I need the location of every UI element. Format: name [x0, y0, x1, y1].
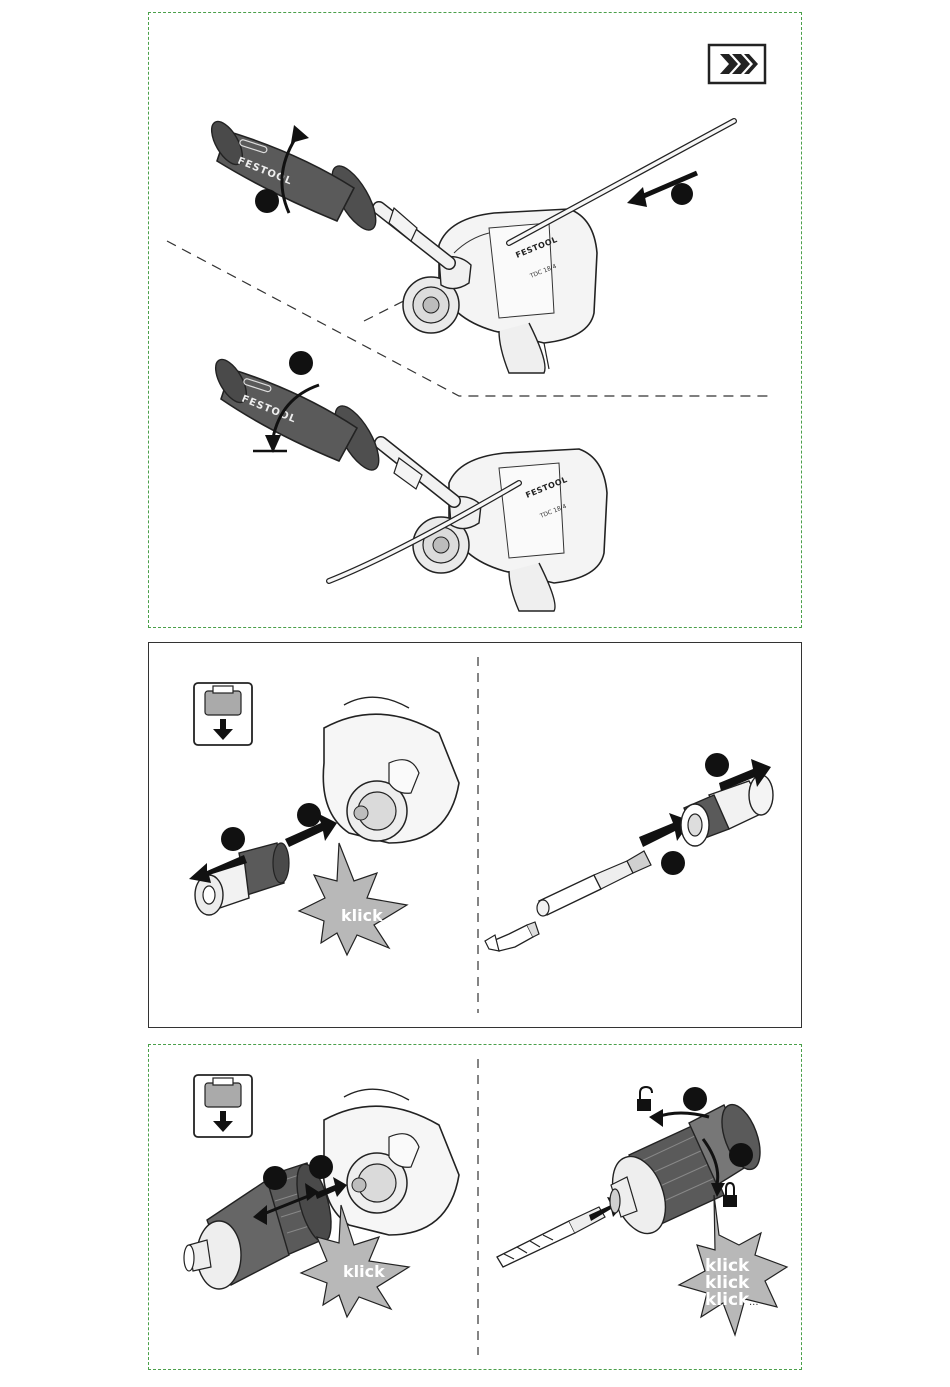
- step-marker: [297, 803, 321, 827]
- step-marker: [705, 753, 729, 777]
- step-marker: [221, 827, 245, 851]
- open-rotation-arrow: [649, 1109, 663, 1127]
- forward-arrows-badge-icon: [709, 45, 765, 83]
- step-marker: [683, 1087, 707, 1111]
- panel-bit-holder: klick: [148, 642, 802, 1028]
- side-handle-illustration: FESTOOL TDC 18/4 FESTOOL: [149, 13, 803, 629]
- panel-keyless-chuck: klick: [148, 1044, 802, 1370]
- step-marker: [671, 183, 693, 205]
- side-handle-lower: FESTOOL: [209, 355, 454, 501]
- drill-bit: [497, 1207, 605, 1267]
- klick-sound-label: klick: [341, 906, 383, 925]
- keyless-chuck-right: [603, 1100, 768, 1241]
- klick-burst: klick: [299, 843, 407, 955]
- step-marker: [729, 1143, 753, 1167]
- step-marker: [309, 1155, 333, 1179]
- screwdriver-bit: [485, 922, 539, 951]
- klick-sound-label: klick: [343, 1262, 385, 1281]
- drill-nose: [323, 697, 459, 843]
- bit-holder-illustration: klick: [149, 643, 803, 1029]
- drill-lower: FESTOOL TDC 18/4: [413, 449, 607, 611]
- battery-removal-icon: [194, 1075, 252, 1137]
- bit-holder-extension: [537, 851, 651, 916]
- panel-side-handle: FESTOOL TDC 18/4 FESTOOL: [148, 12, 802, 628]
- rotate-arrow-upper: [291, 125, 309, 143]
- drill-upper: FESTOOL TDC 18/4: [403, 209, 597, 373]
- step-marker: [263, 1166, 287, 1190]
- step-marker: [255, 189, 279, 213]
- insert-arrow: [627, 187, 647, 207]
- step-marker: [661, 851, 685, 875]
- step-marker: [289, 351, 313, 375]
- klick-ellipsis: ...: [749, 1297, 759, 1308]
- klick-repeat-burst: klick klick klick ...: [679, 1195, 787, 1335]
- keyless-chuck-illustration: klick: [149, 1045, 803, 1371]
- padlock-closed-icon: [723, 1183, 737, 1207]
- padlock-open-icon: [637, 1087, 652, 1111]
- klick-label-3: klick: [705, 1290, 750, 1310]
- battery-removal-icon: [194, 683, 252, 745]
- side-handle-upper: FESTOOL: [205, 117, 449, 263]
